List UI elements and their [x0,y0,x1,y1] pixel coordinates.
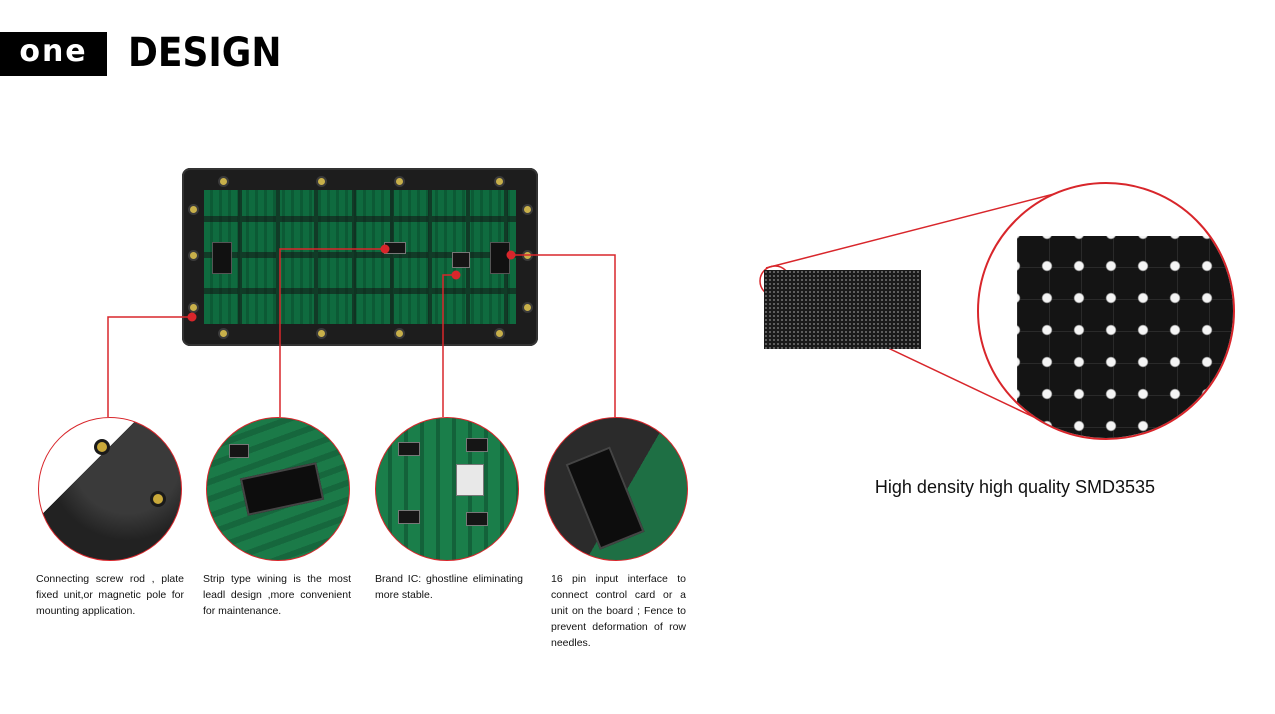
screw-detail [153,494,163,504]
density-caption: High density high quality SMD3535 [874,477,1156,497]
led-panel-front-image [764,270,921,349]
screw-hole [220,178,227,185]
brand-logo: one [0,32,107,76]
screw-hole [318,330,325,337]
driver-ic [384,242,406,254]
screw-hole [190,252,197,259]
ic-chip [398,510,420,524]
screw-hole [496,178,503,185]
screw-hole [524,252,531,259]
ic-chip [398,442,420,456]
led-module-back-image [182,168,538,346]
pcb-board [204,190,516,324]
ic-chip-array [456,464,484,496]
screw-hole [190,206,197,213]
screw-hole [496,330,503,337]
ic-chip [466,438,488,452]
screw-hole [190,304,197,311]
detail-strip-wiring [206,417,350,561]
detail-16pin-interface [544,417,688,561]
ic-chip [466,512,488,526]
detail-screw-rod [38,417,182,561]
feature-desc-screw-rod: Connecting screw rod , plate fixed unit,… [36,573,184,617]
screw-detail [97,442,107,452]
screw-hole [396,330,403,337]
16-pin-header [565,446,645,550]
feature-desc-brand-ic: Brand IC: ghostline eliminating more sta… [375,573,523,601]
input-connector-left [212,242,232,274]
pixel-zoom-circle [977,182,1235,440]
screw-hole [220,330,227,337]
page-title: DESIGN [128,30,282,76]
strip-connector [239,462,325,516]
screw-hole [524,206,531,213]
input-connector-right [490,242,510,274]
feature-desc-strip-wiring: Strip type wining is the most leadl desi… [203,573,351,617]
feature-desc-16pin: 16 pin input interface to connect contro… [551,573,686,649]
detail-brand-ic [375,417,519,561]
smd-chip [229,444,249,458]
logo-text: one [19,34,88,69]
screw-hole [396,178,403,185]
screw-hole [318,178,325,185]
smd-pixel-grid [1017,236,1233,438]
screw-hole [524,304,531,311]
brand-ic [452,252,470,268]
